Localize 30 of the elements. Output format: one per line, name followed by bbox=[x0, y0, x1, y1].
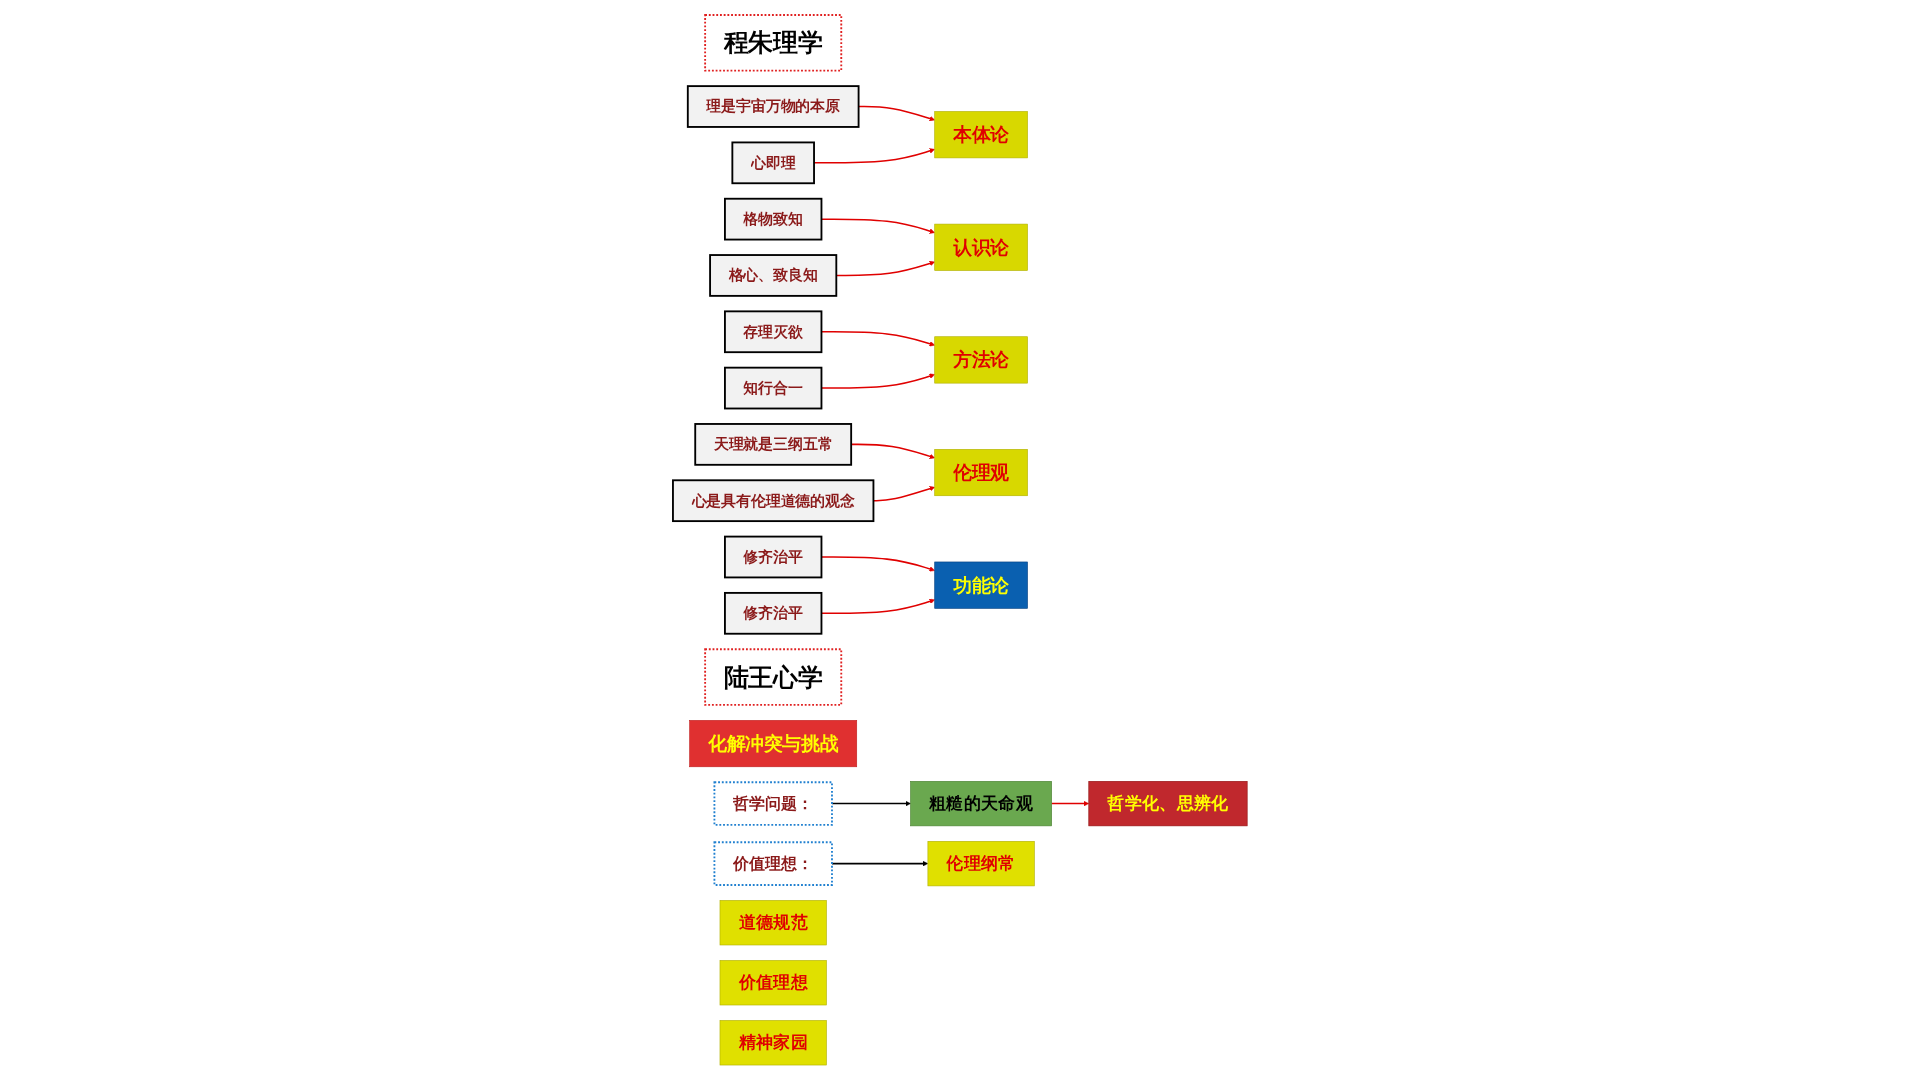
node-box: 天理就是三纲五常 bbox=[694, 423, 852, 466]
arrow bbox=[1050, 800, 1089, 807]
node-box: 心是具有伦理道德的观念 bbox=[671, 479, 875, 523]
node-box: 方法论 bbox=[934, 336, 1028, 384]
node-box: 心即理 bbox=[731, 141, 815, 185]
node-box: 哲学问题： bbox=[713, 781, 833, 826]
node-box: 精神家园 bbox=[719, 1020, 827, 1066]
node-box: 化解冲突与挑战 bbox=[689, 720, 857, 768]
node-box: 道德规范 bbox=[719, 900, 827, 946]
node-box: 粗糙的天命观 bbox=[910, 781, 1052, 827]
node-box: 知行合一 bbox=[723, 366, 823, 410]
arrow bbox=[813, 148, 935, 164]
node-box: 格物致知 bbox=[723, 197, 823, 241]
arrow bbox=[831, 800, 911, 807]
node-box: 存理灭欲 bbox=[723, 310, 823, 354]
node-box: 伦理纲常 bbox=[927, 841, 1035, 887]
arrow bbox=[831, 860, 929, 867]
node-box: 价值理想： bbox=[713, 841, 833, 886]
node-box: 认识论 bbox=[934, 223, 1028, 271]
node-box: 价值理想 bbox=[719, 960, 827, 1006]
node-box: 伦理观 bbox=[934, 449, 1028, 497]
node-box: 本体论 bbox=[934, 111, 1028, 159]
node-box: 格心、致良知 bbox=[709, 254, 838, 297]
node-box: 功能论 bbox=[934, 561, 1028, 609]
node-box: 哲学化、思辨化 bbox=[1088, 781, 1248, 827]
node-box: 修齐治平 bbox=[723, 535, 823, 579]
node-box: 程朱理学 bbox=[704, 14, 843, 72]
node-box: 修齐治平 bbox=[723, 591, 823, 635]
node-box: 陆王心学 bbox=[704, 648, 843, 706]
node-box: 理是宇宙万物的本原 bbox=[686, 85, 860, 128]
